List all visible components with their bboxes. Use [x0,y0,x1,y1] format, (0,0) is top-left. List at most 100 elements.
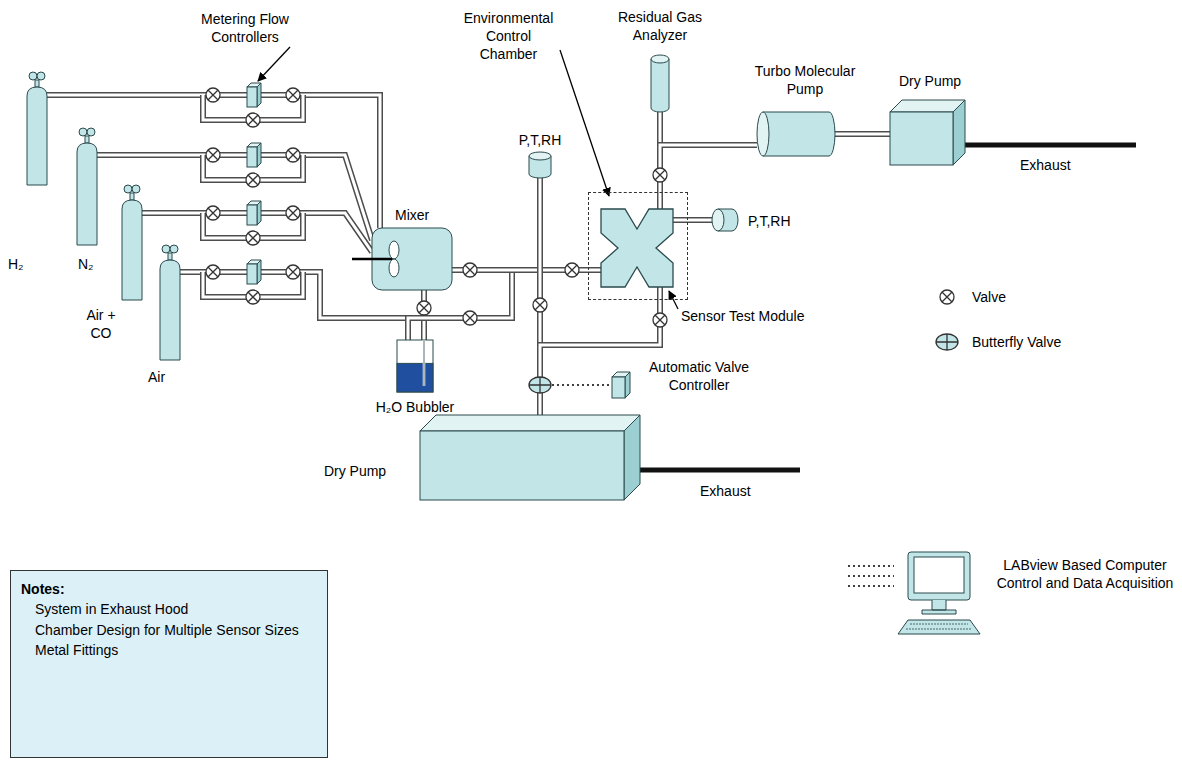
legend-swatch [930,285,964,309]
dry-pump-shape [420,415,640,500]
valve [206,206,220,220]
node-label: System in Exhaust Hood [35,599,317,619]
gas-cylinder: Air + CO [122,185,142,300]
fan-blade [389,259,399,277]
valve [653,313,667,327]
node-label: Sensor Test Module [681,307,821,325]
node-label: Metal Fittings [35,640,317,660]
butterfly-valve [936,334,958,350]
cylinder-knob [87,128,95,136]
gas-cylinder: N₂ [77,128,97,245]
valve [246,290,260,304]
cylinder-knob [162,245,170,253]
cylinder-end [712,209,724,231]
cylinder-knob [29,72,37,80]
node-label: Environmental Control Chamber [456,9,561,64]
node-label: Residual Gas Analyzer [610,8,710,44]
valve-controller-shape [612,372,630,398]
water [397,363,433,392]
cylinder-knob [124,185,132,193]
exhaust-line [640,468,800,473]
bypass-pipe [203,95,303,297]
pipe-bore [660,145,757,209]
keyboard [898,620,980,634]
pipe-wall [540,287,660,415]
sensor-probe: P,T,RH [712,209,738,231]
cylinder-top [529,152,551,160]
annotation-label: Metering Flow Controllers [180,10,310,46]
bubbler-tube [423,340,426,386]
pipe-wall [835,131,890,137]
legend-text: Valve [972,289,1006,305]
keyboard-keys [906,624,972,629]
pump-front [612,377,625,398]
cylinder-body [27,87,47,185]
pipe-wall [660,145,757,209]
pump-top [890,100,965,112]
legend-swatch [930,330,964,354]
dry-pump: Dry Pump [890,100,965,165]
node-label: H₂O Bubbler [365,398,465,416]
node-label: Mixer [395,206,445,224]
node-label: Chamber Design for Multiple Sensor Sizes [35,620,317,640]
gas-cylinder-shape [77,128,97,245]
node-label: H₂ [8,255,38,273]
flow-controller [247,83,261,107]
turbo-pump: Turbo Molecular Pump [757,112,835,156]
cylinder-top [651,55,669,63]
mixer-box: Mixer [372,228,452,290]
valve-controller: Automatic Valve Controller [612,372,630,398]
pump-front [420,431,624,500]
gas-cylinder-shape [122,185,142,300]
pipe-bore [540,287,660,415]
gas-cylinder: Air [160,245,180,360]
bubbler: H₂O Bubbler [397,340,433,392]
node-label: Air + CO [86,306,116,342]
sensor-probe-shape [712,209,738,231]
legend-text: Butterfly Valve [972,334,1061,350]
mixer-shaft [352,258,394,261]
valve [417,301,431,315]
pump-top [420,415,640,431]
valve [286,88,300,102]
butterfly-valve [529,377,551,393]
valve [286,148,300,162]
gas-analyzer-shape [651,55,669,112]
leader-arrow [258,47,290,81]
leader-arrow [560,50,609,196]
node-label: Dry Pump [305,462,405,480]
turbo-pump-shape [757,112,835,156]
valve [286,265,300,279]
flow-controller [247,201,261,225]
valve [940,290,954,304]
monitor [908,552,970,600]
computer: LABview Based Computer Control and Data … [898,552,980,652]
cylinder-body [651,59,669,112]
flow-controller [247,260,261,284]
exhaust-line [965,143,1136,148]
cylinder-knob [79,128,87,136]
mixer-box-shape [372,228,452,290]
node-label: Air [148,368,188,386]
cross-module [601,209,673,287]
dry-pump: Dry Pump [420,415,640,500]
computer-shape [898,552,980,652]
annotation-label: Exhaust [1020,156,1100,174]
valve [463,263,477,277]
flow-controller [247,143,261,167]
fan-blade [389,241,399,259]
valve [206,265,220,279]
notes-box: Notes:System in Exhaust HoodChamber Desi… [10,570,328,758]
cylinder-knob [132,185,140,193]
valve [286,206,300,220]
control-chamber: Environmental Control ChamberSensor Test… [588,192,688,300]
valve [246,231,260,245]
sensor-test-module: Sensor Test Module [601,209,673,287]
sensor-probe-shape [529,152,551,178]
node-label: Automatic Valve Controller [638,358,760,394]
gas-pipe [673,220,712,221]
legend-entry: Butterfly Valve [930,330,1061,354]
sensor-probe: P,T,RH [529,152,551,178]
valve [206,88,220,102]
pipe-bore [835,133,890,136]
